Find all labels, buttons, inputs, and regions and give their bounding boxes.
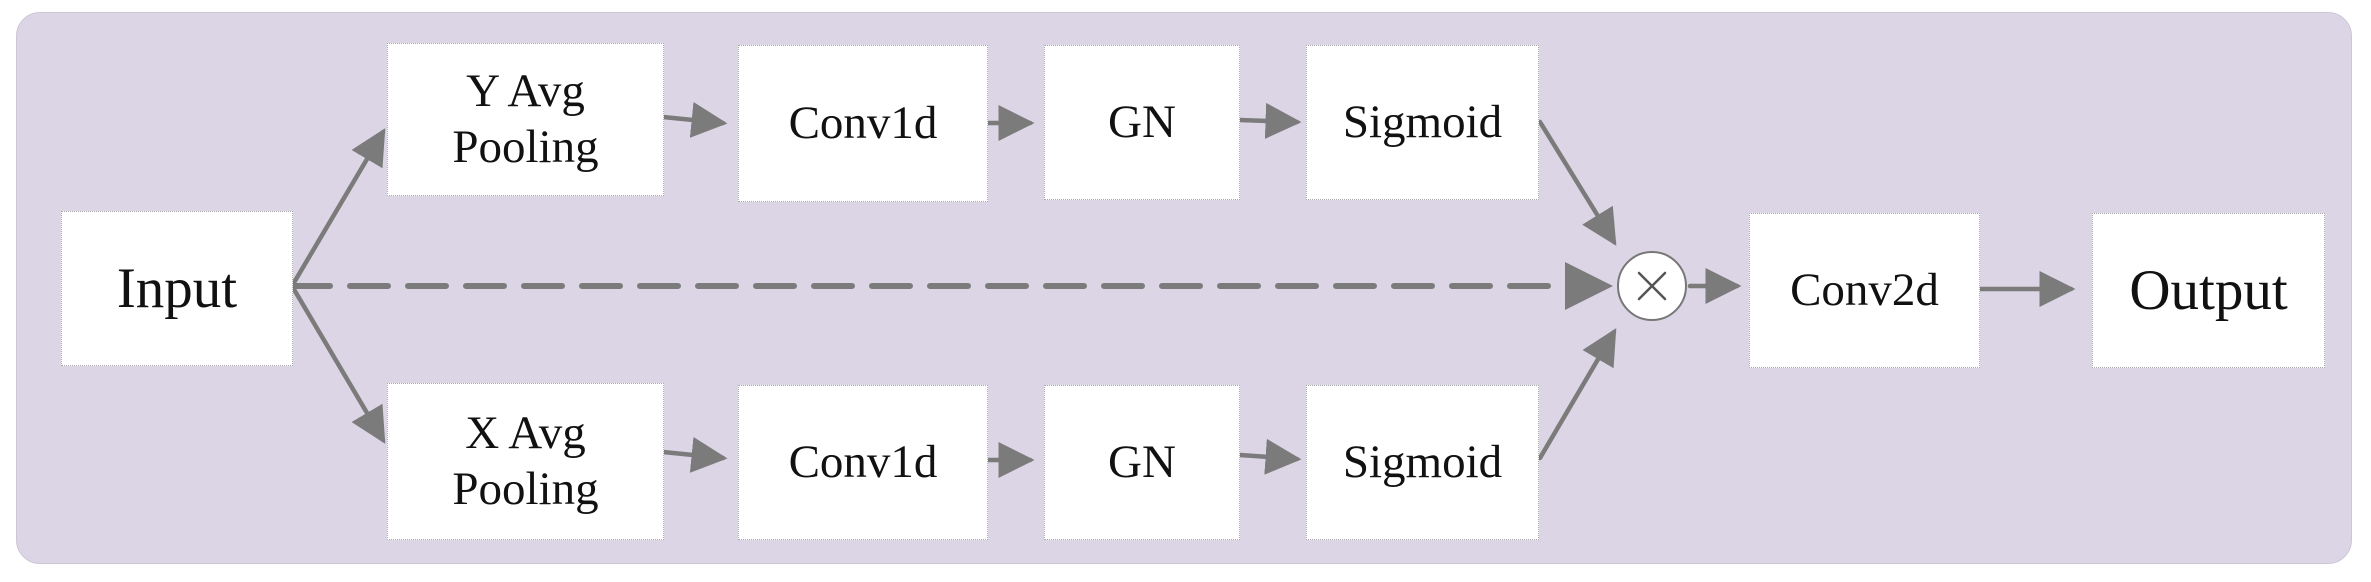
x-avg-pooling-node: X Avg Pooling [387,383,664,540]
sigmoid-bottom-node: Sigmoid [1306,385,1539,540]
circled-times-icon [1633,267,1671,305]
arrow-gn-to-sigmoid-top [1237,102,1302,139]
gn-top-node: GN [1044,45,1240,200]
arrow-input-to-y-pooling [289,128,386,289]
sigmoid-top-node: Sigmoid [1306,45,1539,200]
arrow-y-pooling-to-conv1d [660,101,728,138]
conv1d-top-node: Conv1d [738,45,988,202]
arrow-sigmoid-bottom-to-multiply [1537,328,1617,461]
input-node: Input [61,211,293,366]
arrow-gn-to-sigmoid-bottom [1237,438,1302,475]
arrow-sigmoid-top-to-multiply [1537,119,1617,246]
conv2d-node: Conv2d [1749,213,1980,368]
conv1d-bottom-node: Conv1d [738,385,988,540]
arrow-input-to-x-pooling [289,283,386,444]
y-avg-pooling-node: Y Avg Pooling [387,43,664,196]
output-node: Output [2092,213,2325,368]
arrow-x-pooling-to-conv1d [660,436,728,473]
gn-bottom-node: GN [1044,385,1240,540]
multiply-node [1617,251,1687,321]
